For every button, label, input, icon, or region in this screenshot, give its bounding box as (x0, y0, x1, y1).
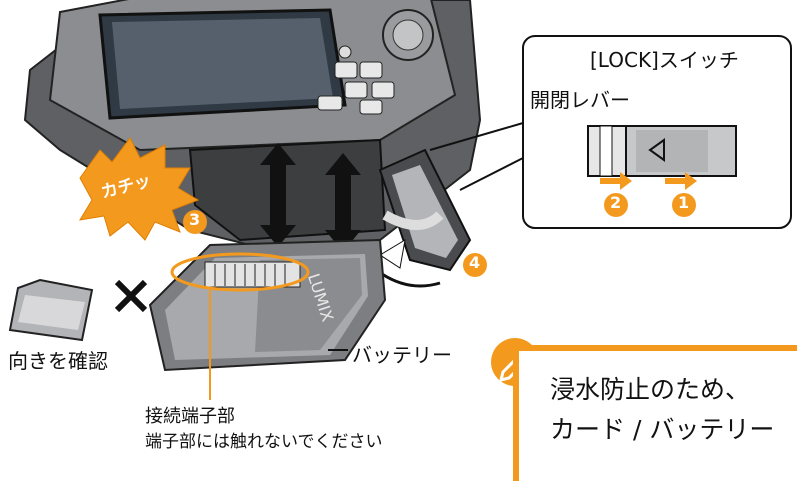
inset-detail (429, 35, 792, 229)
sd-card-icon (8, 278, 94, 342)
note-line-1: 浸水防止のため、 (550, 375, 751, 404)
cross-mark-icon (114, 279, 148, 313)
battery-label: バッテリー (352, 343, 452, 367)
double-arrow-icon (260, 143, 361, 252)
click-burst (79, 137, 200, 241)
illustration (8, 0, 792, 400)
terminal-label: 接続端子部 (145, 406, 235, 427)
lock-switch-label: [LOCK]スイッチ (590, 48, 739, 72)
check-orientation-label: 向きを確認 (8, 349, 108, 373)
battery (148, 238, 387, 372)
rotate-arrow-icon (379, 210, 444, 291)
note-line-2: カード / バッテリー (550, 415, 775, 444)
step-1-number: 1 (678, 193, 690, 212)
step-3-number: 3 (189, 210, 201, 229)
open-lever-label: 開閉レバー (530, 88, 630, 112)
step-markers (183, 193, 696, 277)
terminal-warning-label: 端子部には触れないでください (145, 432, 383, 452)
step-2-number: 2 (610, 193, 622, 212)
step-4-number: 4 (469, 253, 481, 272)
